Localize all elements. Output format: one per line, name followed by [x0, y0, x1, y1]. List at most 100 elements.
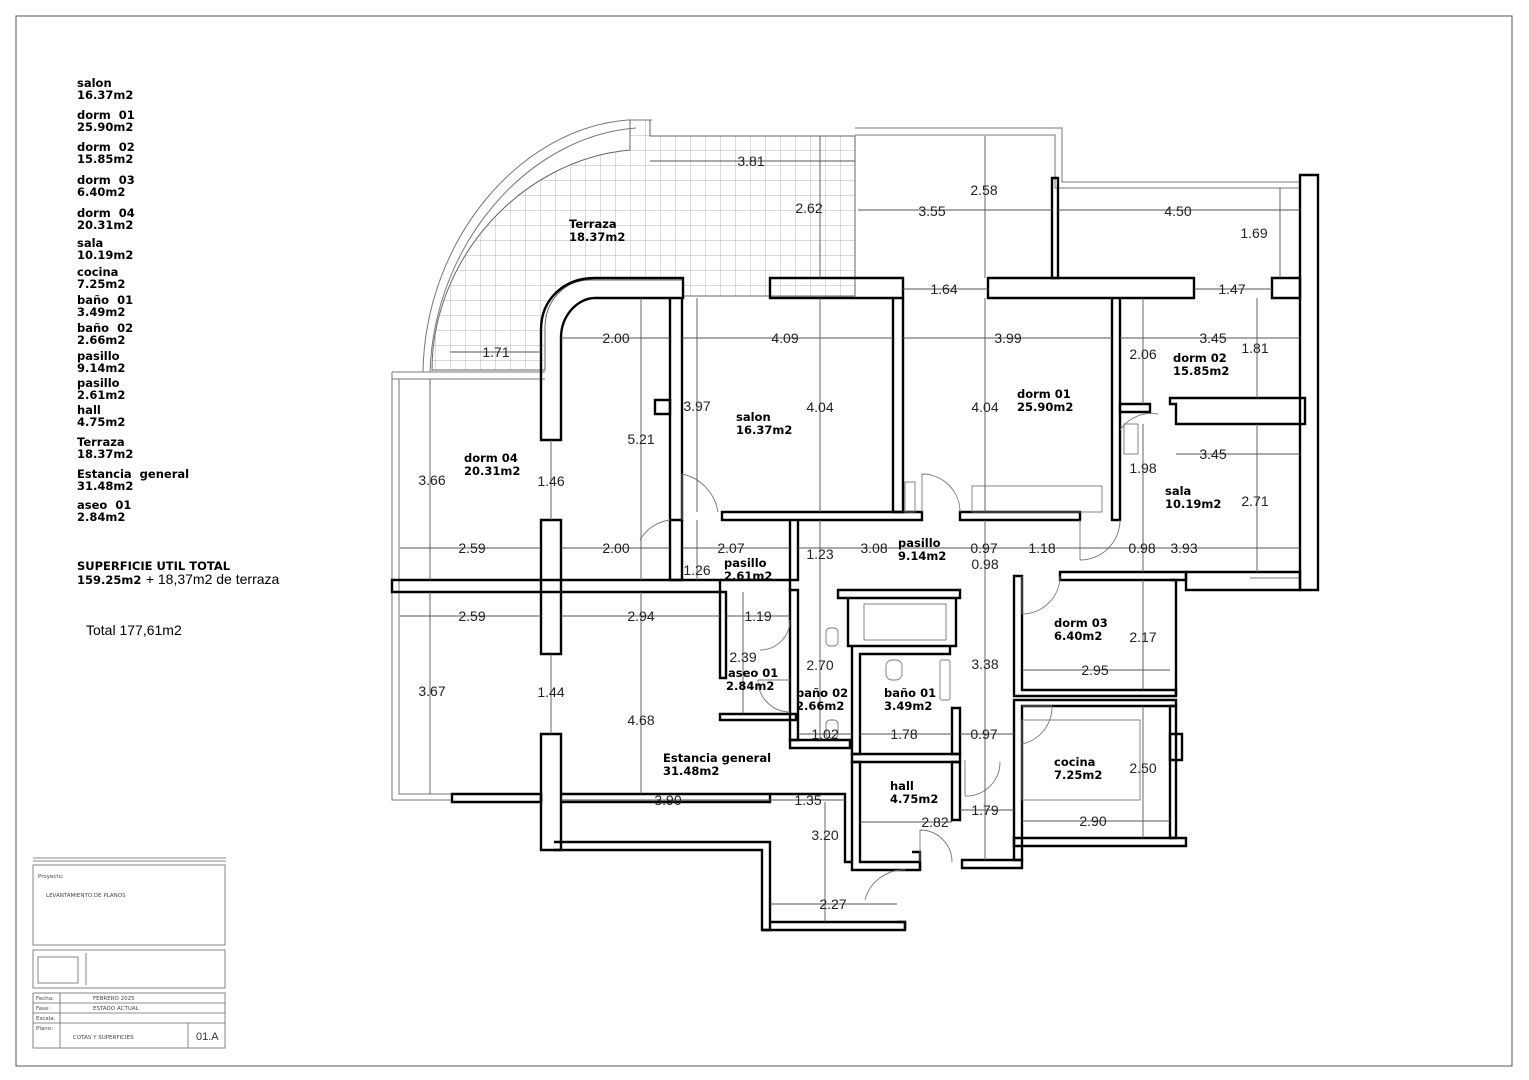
- dimension-label: 1.35: [794, 792, 821, 808]
- dimension-labels: 3.81 2.62 2.58 3.55 4.50 1.69 1.64 1.47 …: [418, 153, 1268, 912]
- dimension-label: 3.97: [683, 398, 710, 414]
- legend-item-area: 9.14m2: [77, 361, 126, 375]
- room-label-terraza: Terraza 18.37m2: [569, 217, 625, 244]
- svg-text:16.37m2: 16.37m2: [736, 423, 792, 437]
- dimension-label: 3.55: [918, 203, 945, 219]
- svg-text:cocina: cocina: [1054, 755, 1095, 769]
- dimension-label: 0.98: [971, 556, 998, 572]
- dimension-label: 2.07: [717, 540, 744, 556]
- room-label-hall: hall 4.75m2: [890, 779, 938, 806]
- dimension-label: 1.98: [1129, 460, 1156, 476]
- svg-text:baño 01: baño 01: [884, 686, 936, 700]
- svg-text:9.14m2: 9.14m2: [898, 549, 946, 563]
- legend-item-name: pasillo: [77, 376, 120, 390]
- svg-text:dorm 04: dorm 04: [464, 451, 518, 465]
- dimension-label: 2.06: [1129, 346, 1156, 362]
- room-label-dorm-02: dorm 02 15.85m2: [1173, 351, 1229, 378]
- dimension-label: 4.04: [806, 399, 833, 415]
- legend-item-name: pasillo: [77, 349, 120, 363]
- svg-text:Estancia general: Estancia general: [663, 751, 771, 765]
- terrace-area: + 18,37m2 de terraza: [145, 571, 280, 587]
- svg-text:pasillo: pasillo: [724, 556, 767, 570]
- svg-text:7.25m2: 7.25m2: [1054, 768, 1102, 782]
- fase-value: ESTADO ACTUAL: [93, 1006, 140, 1012]
- room-label-pasillo-main: pasillo 9.14m2: [898, 536, 946, 563]
- dimension-label: 2.90: [1079, 813, 1106, 829]
- svg-text:dorm 03: dorm 03: [1054, 616, 1108, 630]
- dimension-label: 3.08: [860, 540, 887, 556]
- legend-item-name: cocina: [77, 265, 119, 279]
- grand-total: Total 177,61m2: [86, 622, 182, 638]
- dimension-label: 4.09: [771, 330, 798, 346]
- dimension-label: 0.97: [970, 726, 997, 742]
- dimension-label: 1.02: [811, 726, 838, 742]
- sheet-number: 01.A: [196, 1031, 219, 1043]
- dimension-label: 1.19: [744, 608, 771, 624]
- dimension-label: 4.50: [1164, 203, 1191, 219]
- dimension-label: 4.04: [971, 399, 998, 415]
- walls: [390, 173, 1320, 932]
- fecha-value: FEBRERO 2025: [93, 996, 135, 1002]
- legend-item-name: hall: [77, 403, 101, 417]
- legend-item-name: salon: [77, 76, 112, 90]
- dimension-label: 2.70: [806, 657, 833, 673]
- legend-item-area: 3.49m2: [77, 305, 126, 319]
- dimension-label: 1.26: [683, 562, 710, 578]
- legend-item-area: 2.66m2: [77, 333, 126, 347]
- dimension-label: 4.68: [627, 712, 654, 728]
- dimension-label: 3.81: [737, 153, 764, 169]
- room-label-estancia-general: Estancia general 31.48m2: [663, 751, 771, 778]
- svg-text:salon: salon: [736, 410, 771, 424]
- legend-item-name: dorm 04: [77, 206, 135, 220]
- svg-text:2.84m2: 2.84m2: [726, 679, 774, 693]
- dimension-label: 2.50: [1129, 760, 1156, 776]
- room-label-bano-02: baño 02 2.66m2: [796, 686, 848, 713]
- legend-item-area: 31.48m2: [77, 479, 134, 493]
- terrace: [422, 119, 856, 373]
- legend-item-name: dorm 02: [77, 140, 135, 154]
- title-block: [32, 857, 226, 1049]
- dimension-label: 2.62: [795, 200, 822, 216]
- room-label-dorm-04: dorm 04 20.31m2: [464, 451, 520, 478]
- legend-item-area: 2.61m2: [77, 388, 126, 402]
- dimension-label: 0.98: [1128, 540, 1155, 556]
- dimension-label: 1.47: [1218, 281, 1245, 297]
- dimension-label: 1.18: [1028, 540, 1055, 556]
- project-label: Proyecto:: [38, 874, 64, 880]
- svg-text:Terraza: Terraza: [569, 217, 617, 231]
- svg-text:2.61m2: 2.61m2: [724, 569, 772, 583]
- title-block-text: Proyecto: LEVANTAMIENTO DE PLANOS Fecha:…: [36, 874, 219, 1043]
- dimension-label: 3.99: [994, 330, 1021, 346]
- dimension-label: 1.64: [930, 281, 957, 297]
- dimension-label: 3.67: [418, 683, 445, 699]
- balcony-rails: [391, 127, 1300, 801]
- dimension-label: 1.44: [537, 684, 564, 700]
- dimension-lines: [400, 136, 1300, 922]
- legend-item-name: dorm 03: [77, 173, 135, 187]
- dimension-label: 3.90: [654, 792, 681, 808]
- room-label-pasillo-small: pasillo 2.61m2: [724, 556, 772, 583]
- dimension-label: 2.94: [627, 608, 654, 624]
- legend-item-area: 25.90m2: [77, 120, 134, 134]
- svg-text:10.19m2: 10.19m2: [1165, 497, 1221, 511]
- room-label-dorm-03: dorm 03 6.40m2: [1054, 616, 1108, 643]
- dimension-label: 1.23: [806, 546, 833, 562]
- dimension-label: 2.00: [602, 330, 629, 346]
- svg-text:3.49m2: 3.49m2: [884, 699, 932, 713]
- legend-item-name: sala: [77, 236, 104, 250]
- useful-area: 159.25m2: [77, 573, 142, 587]
